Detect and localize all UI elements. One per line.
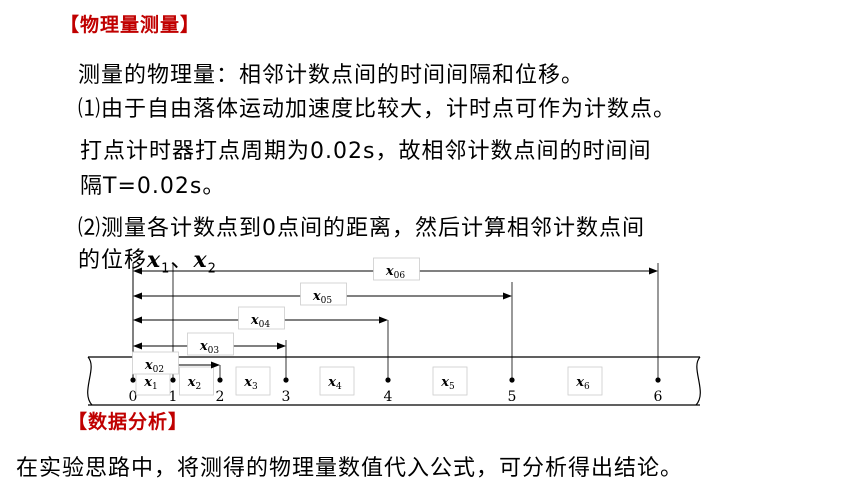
- segment-label-x2: x2: [187, 375, 202, 392]
- cumulative-box-02: [132, 351, 179, 375]
- arrowhead-left-06: [133, 267, 142, 275]
- point-label-3: 3: [282, 389, 291, 405]
- dot-3: [283, 377, 289, 383]
- cumulative-label-x04: x04: [250, 313, 270, 330]
- dot-2: [217, 377, 223, 383]
- tape-right-cut: [695, 356, 701, 406]
- segment-label-x5: x5: [440, 375, 455, 392]
- cumulative-label-x02: x02: [144, 358, 164, 375]
- text-line-2: ⑴由于自由落体运动加速度比较大，计时点可作为计数点。: [78, 97, 677, 122]
- cumulative-label-x03: x03: [199, 339, 219, 356]
- segment-label-x6: x6: [575, 375, 590, 392]
- x1-subscript: 1: [161, 261, 171, 277]
- dot-5: [509, 377, 515, 383]
- arrowhead-right-04: [379, 316, 388, 324]
- x1-symbol: x: [147, 247, 162, 273]
- text-line-6: 的位移x1、x2: [78, 242, 217, 276]
- arrowhead-left-03: [133, 342, 142, 350]
- heading-data-analysis: 【数据分析】: [68, 411, 189, 433]
- segment-label-x4: x4: [327, 375, 342, 392]
- dot-1: [170, 377, 176, 383]
- separator: 、: [170, 248, 194, 273]
- point-label-4: 4: [384, 389, 393, 405]
- arrowhead-right-06: [649, 267, 658, 275]
- text-line-5: ⑵测量各计数点到0点间的距离，然后计算相邻计数点间: [78, 216, 645, 241]
- arrowhead-right-05: [503, 292, 512, 300]
- x2-symbol: x: [193, 247, 208, 273]
- dot-4: [385, 377, 391, 383]
- cumulative-label-x05: x05: [312, 289, 332, 306]
- segment-box-5: [432, 366, 468, 396]
- dot-6: [655, 377, 661, 383]
- dot-0: [130, 377, 136, 383]
- x2-subscript: 2: [207, 261, 217, 277]
- cumulative-box-03: [187, 332, 234, 356]
- point-label-1: 1: [169, 389, 178, 405]
- arrowhead-left-04: [133, 316, 142, 324]
- segment-box-4: [319, 366, 355, 396]
- heading-physical-quantity: 【物理量测量】: [60, 14, 201, 36]
- tape-left-cut: [87, 356, 93, 406]
- cumulative-box-05: [300, 282, 347, 306]
- text-line-6-prefix: 的位移: [78, 248, 148, 273]
- segment-box-2: [179, 366, 214, 396]
- point-label-6: 6: [654, 389, 663, 405]
- cumulative-box-04: [238, 306, 285, 330]
- point-label-0: 0: [129, 389, 138, 405]
- arrowhead-right-02: [211, 361, 220, 369]
- segment-label-x3: x3: [243, 375, 258, 392]
- cumulative-box-06: [373, 257, 420, 281]
- text-line-1: 测量的物理量：相邻计数点间的时间间隔和位移。: [78, 63, 585, 88]
- arrowhead-right-03: [277, 342, 286, 350]
- text-line-4: 隔T=0.02s。: [80, 174, 226, 199]
- segment-box-6: [567, 366, 603, 396]
- segment-label-x1: x1: [143, 375, 158, 392]
- point-label-5: 5: [508, 389, 517, 405]
- point-label-2: 2: [216, 389, 225, 405]
- segment-box-3: [235, 366, 271, 396]
- cumulative-label-x06: x06: [385, 264, 405, 281]
- text-line-7: 在实验思路中，将测得的物理量数值代入公式，可分析得出结论。: [16, 456, 684, 481]
- text-line-3: 打点计时器打点周期为0.02s，故相邻计数点间的时间间: [80, 139, 652, 164]
- arrowhead-left-05: [133, 292, 142, 300]
